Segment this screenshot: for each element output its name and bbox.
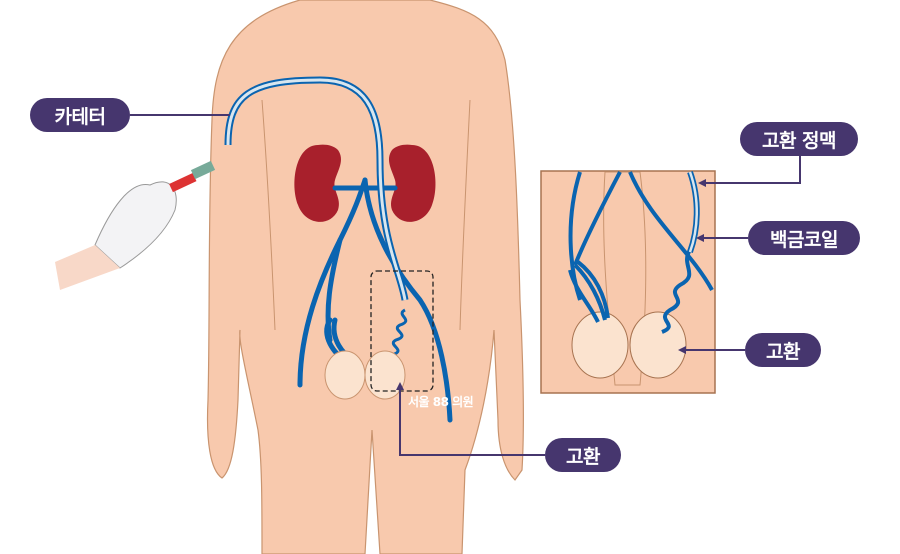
arm-line-left — [261, 99, 276, 331]
arrowheads — [396, 179, 706, 390]
gloved-hand — [94, 181, 177, 269]
testis-right — [364, 350, 406, 400]
kidney-right — [388, 144, 436, 222]
testis-left — [324, 350, 366, 400]
zoom-region-box — [370, 270, 434, 392]
label-testis-inset: 고환 — [745, 333, 821, 367]
arm-line-right — [459, 99, 471, 331]
inset-panel — [540, 170, 716, 394]
label-catheter: 카테터 — [30, 98, 130, 132]
watermark: 서울 88 의원 — [408, 395, 474, 409]
label-testis-main: 고환 — [545, 438, 621, 472]
kidney-left — [294, 144, 342, 222]
wrist — [55, 245, 120, 290]
syringe — [169, 172, 197, 193]
label-testicular-vein: 고환 정맥 — [740, 122, 858, 156]
body-silhouette — [206, 0, 525, 554]
label-platinum-coil: 백금코일 — [748, 221, 860, 255]
leader-lines — [130, 114, 801, 456]
veins — [297, 177, 453, 423]
connector — [190, 160, 216, 180]
